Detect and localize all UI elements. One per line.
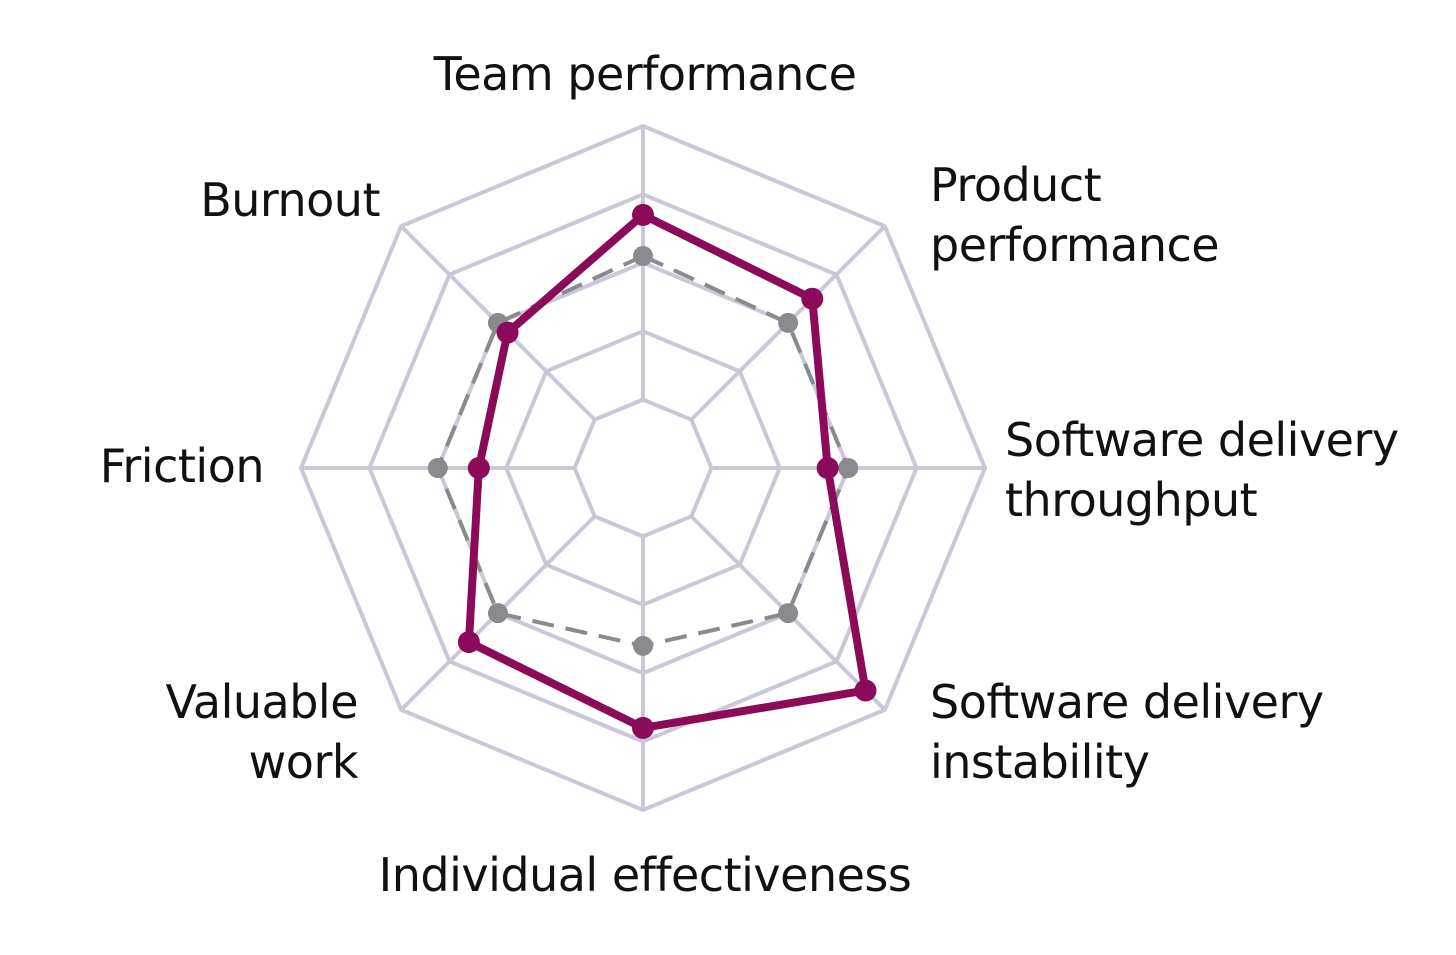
baseline-series-point: [838, 458, 859, 478]
axis-label-line: Software delivery: [1005, 413, 1399, 467]
axis-label-line: Software delivery: [930, 675, 1324, 729]
axis-label-individual-effectiveness: Individual effectiveness: [350, 845, 940, 905]
primary-series-point: [632, 716, 654, 739]
primary-series-point: [632, 203, 654, 226]
axis-label-valuable-work: Valuable work: [100, 672, 359, 792]
axis-label-product-performance: Product performance: [930, 155, 1220, 275]
baseline-series-point: [778, 603, 799, 624]
axis-label-line: work: [248, 735, 359, 789]
radar-grid: [298, 123, 988, 813]
axis-label-line: Valuable: [165, 675, 359, 729]
axis-label-line: throughput: [1005, 473, 1258, 527]
grid-ring: [572, 397, 714, 539]
primary-series-point: [816, 457, 839, 479]
axis-label-line: performance: [930, 218, 1220, 272]
baseline-series-point: [633, 635, 653, 656]
primary-series-point: [854, 679, 877, 702]
baseline-series-point: [778, 312, 799, 333]
axis-label-line: Team performance: [433, 47, 857, 101]
axis-label-line: Product: [930, 158, 1102, 212]
axis-label-software-delivery-throughput: Software delivery throughput: [1005, 410, 1399, 530]
axis-label-friction: Friction: [40, 436, 265, 496]
radar-series: [427, 203, 877, 739]
axis-label-line: instability: [930, 735, 1150, 789]
axis-label-line: Individual effectiveness: [378, 848, 912, 902]
axis-label-burnout: Burnout: [120, 170, 380, 230]
baseline-series-point: [487, 603, 508, 624]
primary-series-point: [457, 631, 480, 654]
primary-series-point: [801, 287, 824, 310]
axis-label-team-performance: Team performance: [410, 44, 880, 104]
axis-label-software-delivery-instability: Software delivery instability: [930, 672, 1324, 792]
baseline-series-point: [427, 458, 448, 478]
axis-label-line: Burnout: [200, 173, 380, 227]
baseline-series-point: [633, 245, 653, 266]
primary-series-point: [467, 457, 490, 479]
axis-label-line: Friction: [99, 439, 265, 493]
primary-series-point: [496, 321, 519, 344]
